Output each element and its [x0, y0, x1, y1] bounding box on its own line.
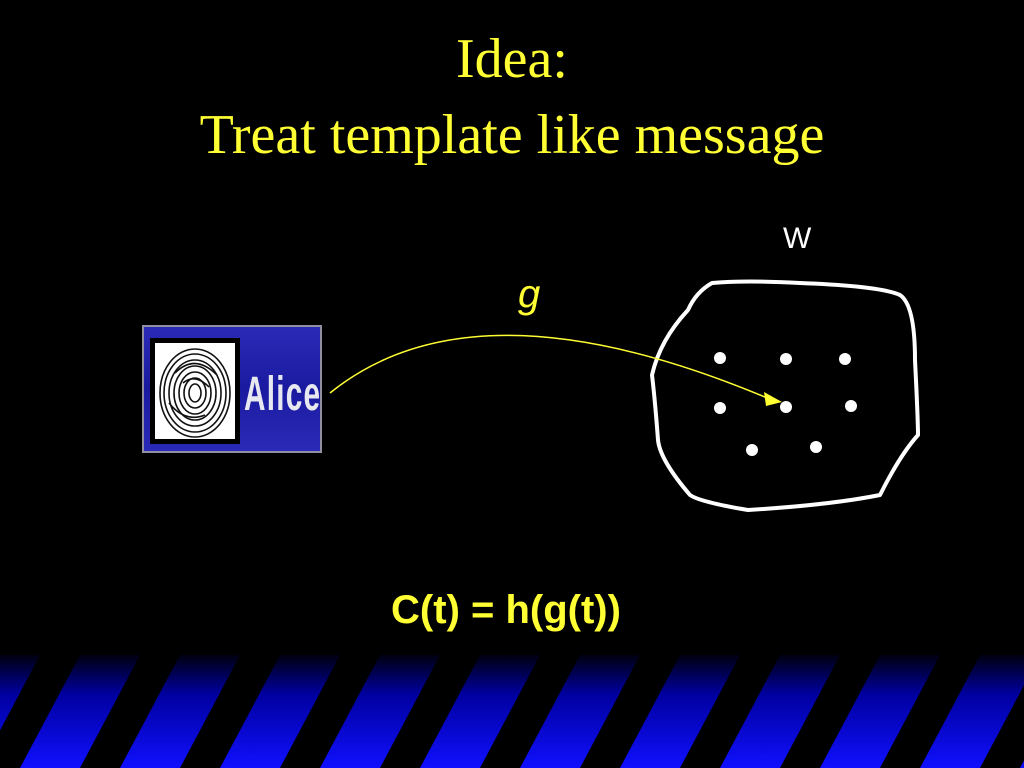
set-point	[780, 401, 792, 413]
formula: C(t) = h(g(t))	[391, 588, 621, 632]
set-point	[746, 444, 758, 456]
set-outline	[650, 279, 920, 512]
alice-badge: Alice	[142, 325, 322, 453]
set-point	[714, 402, 726, 414]
set-point	[780, 353, 792, 365]
map-label: g	[518, 272, 541, 316]
set-points	[714, 352, 857, 456]
fingerprint-frame	[150, 338, 240, 444]
arrowhead	[764, 392, 782, 406]
set-point	[810, 441, 822, 453]
set-point	[845, 400, 857, 412]
slide-title-line1: Idea:	[456, 28, 568, 90]
slide-title-line2: Treat template like message	[199, 104, 825, 166]
badge-name: Alice	[244, 368, 322, 421]
set-label: W	[783, 222, 812, 255]
fingerprint-icon	[159, 348, 231, 438]
set-point	[714, 352, 726, 364]
arrow-icon	[329, 334, 773, 401]
set-point	[839, 353, 851, 365]
stripe-band	[0, 655, 1024, 768]
stripe-pattern	[0, 655, 1024, 768]
